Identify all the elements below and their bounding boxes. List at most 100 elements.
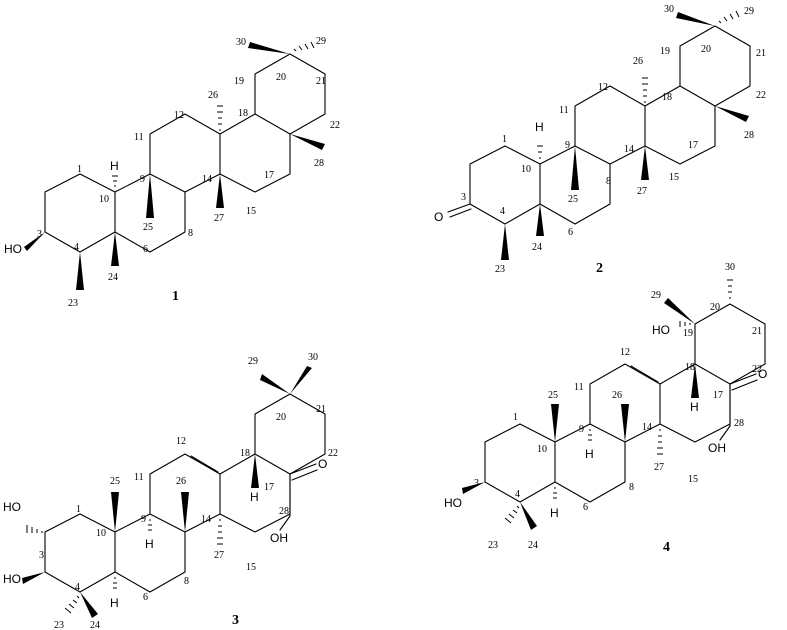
carbon-number-label: 19 xyxy=(683,328,693,339)
hash-oh-19 xyxy=(679,321,691,327)
carbon-number-label: 15 xyxy=(688,474,698,485)
carbon-number-label: 12 xyxy=(174,110,184,121)
carbon-number-label: 20 xyxy=(710,302,720,313)
hash-29 xyxy=(293,41,315,52)
carbon-number-label: 20 xyxy=(276,72,286,83)
carbon-number-label: 25 xyxy=(143,222,153,233)
carbon-number-label: 10 xyxy=(537,444,547,455)
carbon-number-label: 21 xyxy=(316,404,326,415)
hash-H10 xyxy=(112,175,118,187)
carbon-number-label: 3 xyxy=(474,478,479,489)
oh-28: OH xyxy=(708,441,726,455)
carbon-number-label: 24 xyxy=(532,242,542,253)
carbon-number-label: 14 xyxy=(624,144,634,155)
carbon-number-label: 14 xyxy=(201,514,211,525)
carbon-number-label: 11 xyxy=(134,472,144,483)
carbon-number-label: 18 xyxy=(238,108,248,119)
hash-27d xyxy=(657,429,663,455)
carbon-number-label: 23 xyxy=(495,264,505,275)
carbon-number-label: 1 xyxy=(502,134,507,145)
carbon-number-label: 30 xyxy=(664,4,674,15)
carbon-number-label: 17 xyxy=(264,170,274,181)
carbon-number-label: 14 xyxy=(202,174,212,185)
carbon-number-label: 23 xyxy=(488,540,498,551)
carbon-number-label: 4 xyxy=(74,242,79,253)
carbon-number-label: 25 xyxy=(568,194,578,205)
carbon-number-label: 8 xyxy=(629,482,634,493)
hash-26 xyxy=(217,105,223,131)
carbon-number-label: 27 xyxy=(654,462,664,473)
carbon-number-label: 12 xyxy=(620,347,630,358)
hash-26b xyxy=(642,77,648,103)
carbon-number-label: 30 xyxy=(308,352,318,363)
carbon-number-label: 26 xyxy=(176,476,186,487)
hash-23d xyxy=(504,505,520,524)
carbon-number-label: 12 xyxy=(176,436,186,447)
h-5: H xyxy=(550,506,559,520)
carbon-number-label: 27 xyxy=(637,186,647,197)
carbon-number-label: 20 xyxy=(276,412,286,423)
hash-30d xyxy=(727,279,733,299)
carbon-number-label: 24 xyxy=(90,620,100,630)
h-5: H xyxy=(110,596,119,610)
carbon-number-label: 10 xyxy=(96,528,106,539)
carbon-number-label: 20 xyxy=(701,44,711,55)
carbon-number-label: 21 xyxy=(316,76,326,87)
compound-label-4: 4 xyxy=(663,540,670,555)
compound-label-3: 3 xyxy=(232,613,239,628)
carbon-number-label: 4 xyxy=(75,582,80,593)
carbon-number-label: 1 xyxy=(513,412,518,423)
oh-28: OH xyxy=(270,531,288,545)
hash-23 xyxy=(64,595,80,614)
carbon-number-label: 18 xyxy=(662,92,672,103)
o-28: O xyxy=(318,457,327,471)
carbon-number-label: 25 xyxy=(110,476,120,487)
carbon-number-label: 8 xyxy=(184,576,189,587)
oh-3: HO xyxy=(4,242,22,256)
oh-19: HO xyxy=(652,323,670,337)
hash-H9d xyxy=(588,429,592,441)
carbon-number-label: 11 xyxy=(559,105,569,116)
carbon-number-label: 15 xyxy=(669,172,679,183)
carbon-number-label: 3 xyxy=(37,229,42,240)
carbon-number-label: 27 xyxy=(214,550,224,561)
carbon-number-label: 18 xyxy=(685,362,695,373)
compound-4: HO HO OH O H H H 1 3 4 6 8 9 10 11 12 14… xyxy=(444,262,767,555)
carbon-number-label: 9 xyxy=(141,514,146,525)
carbon-number-label: 26 xyxy=(633,56,643,67)
hash-H5d xyxy=(553,487,557,499)
carbon-number-label: 4 xyxy=(515,489,520,500)
oh-3: HO xyxy=(3,572,21,586)
hash-2-oh xyxy=(26,525,43,533)
carbon-number-label: 4 xyxy=(500,206,505,217)
compound-2: O H 1 3 4 6 8 9 10 11 12 14 15 17 18 19 … xyxy=(434,4,766,276)
carbon-number-label: 22 xyxy=(756,90,766,101)
h-9: H xyxy=(585,447,594,461)
compound-label-1: 1 xyxy=(172,289,179,304)
carbon-number-label: 30 xyxy=(725,262,735,273)
carbon-number-label: 8 xyxy=(606,176,611,187)
carbon-number-label: 19 xyxy=(234,76,244,87)
carbon-number-label: 9 xyxy=(565,140,570,151)
carbon-number-label: 10 xyxy=(99,194,109,205)
carbon-number-label: 22 xyxy=(330,120,340,131)
carbon-number-label: 24 xyxy=(108,272,118,283)
carbon-number-label: 9 xyxy=(579,424,584,435)
h-10: H xyxy=(110,159,119,173)
carbon-number-label: 29 xyxy=(316,36,326,47)
carbon-number-label: 23 xyxy=(68,298,78,309)
o-28: O xyxy=(758,367,767,381)
carbon-number-label: 6 xyxy=(568,227,573,238)
hash-H10b xyxy=(537,145,543,159)
carbon-number-label: 26 xyxy=(612,390,622,401)
carbon-number-label: 22 xyxy=(752,364,762,375)
carbon-number-label: 6 xyxy=(143,592,148,603)
carbon-number-label: 9 xyxy=(140,174,145,185)
hash-29b xyxy=(718,10,740,24)
h-18: H xyxy=(690,400,699,414)
carbon-number-label: 3 xyxy=(39,550,44,561)
h-10: H xyxy=(535,120,544,134)
carbon-number-label: 28 xyxy=(314,158,324,169)
